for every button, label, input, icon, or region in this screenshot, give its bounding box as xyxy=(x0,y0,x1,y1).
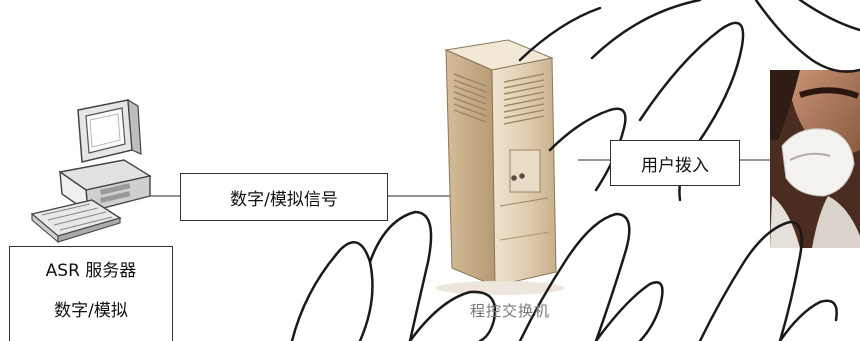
signal-label: 数字/模拟信号 xyxy=(230,189,338,210)
asr-server-sublabel: 数字/模拟 xyxy=(54,301,128,321)
asr-server-label-box: ASR 服务器 数字/模拟 xyxy=(9,246,173,341)
desktop-computer-icon xyxy=(30,98,152,244)
dial-in-label-box: 用户拨入 xyxy=(610,140,740,186)
server-tower-icon xyxy=(436,39,564,295)
person-on-phone-photo xyxy=(770,70,860,248)
asr-server-label: ASR 服务器 xyxy=(45,261,137,281)
dial-in-label: 用户拨入 xyxy=(641,155,709,176)
signal-label-box: 数字/模拟信号 xyxy=(180,173,388,221)
switch-caption: 程控交换机 xyxy=(470,302,551,320)
